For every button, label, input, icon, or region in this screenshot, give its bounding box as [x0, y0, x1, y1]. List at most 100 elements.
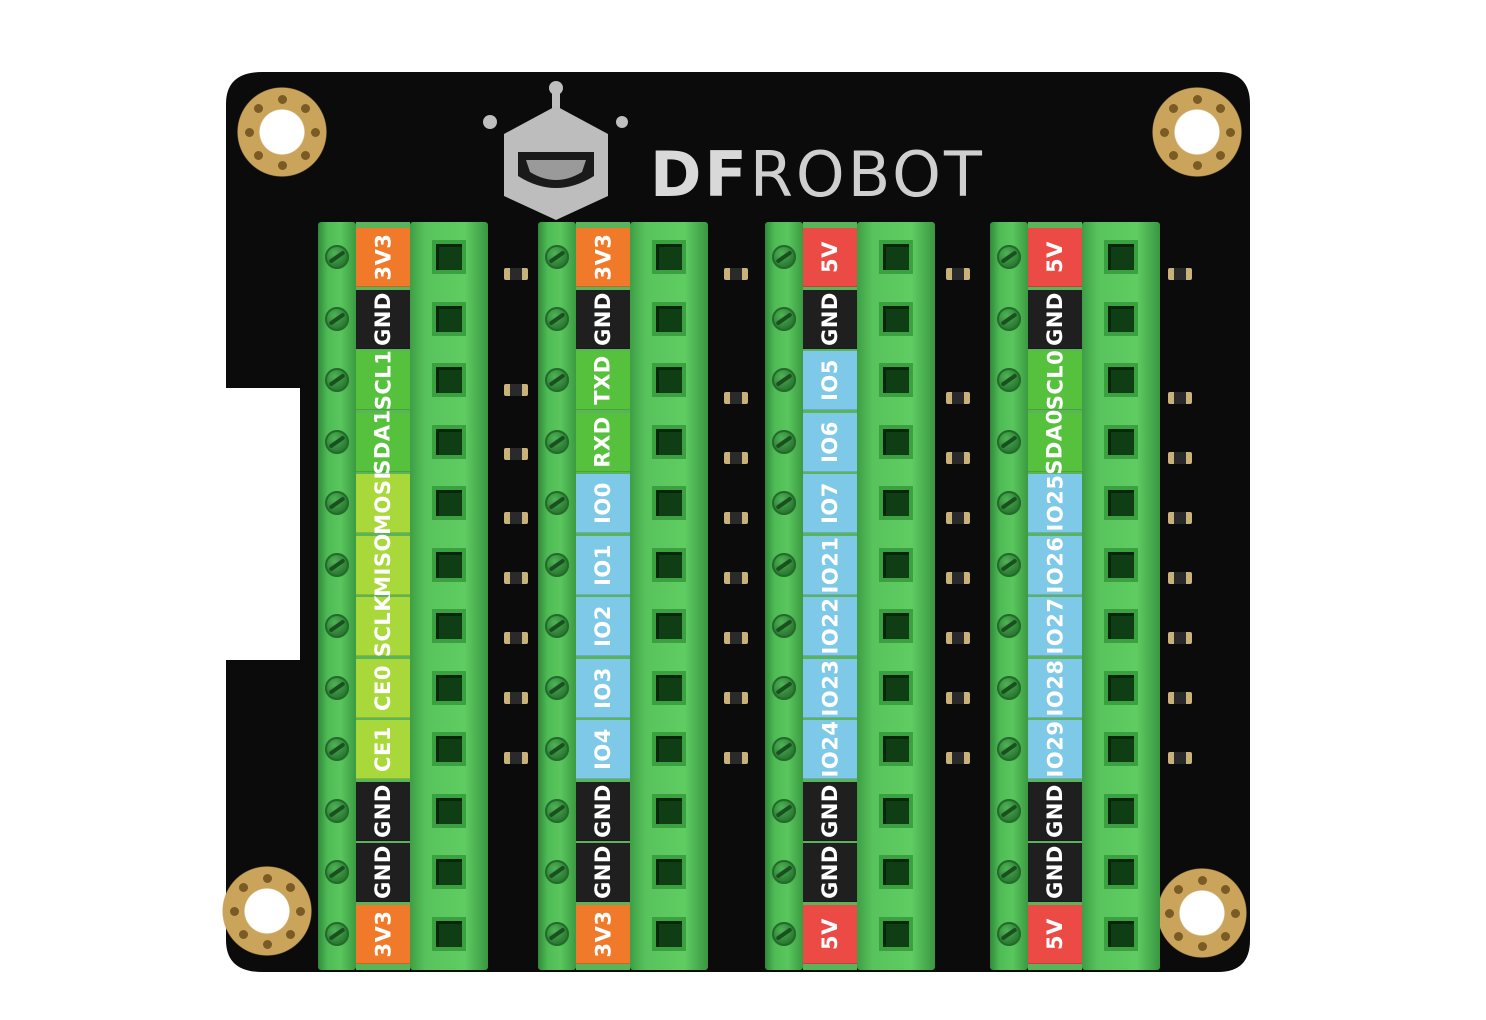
wire-socket[interactable] [432, 670, 466, 705]
screw-terminal[interactable] [545, 429, 569, 454]
smd-resistor [946, 512, 970, 524]
wire-socket[interactable] [432, 609, 466, 643]
wire-socket[interactable] [1104, 424, 1138, 459]
screw-terminal[interactable] [325, 737, 349, 761]
wire-socket[interactable] [432, 547, 466, 582]
screw-terminal[interactable] [997, 306, 1021, 331]
screw-terminal[interactable] [997, 737, 1021, 761]
wire-socket[interactable] [432, 424, 466, 459]
wire-socket[interactable] [1104, 486, 1138, 520]
screw-terminal[interactable] [772, 798, 796, 823]
screw-terminal[interactable] [997, 552, 1021, 577]
wire-socket[interactable] [1104, 916, 1138, 951]
screw-terminal[interactable] [772, 552, 796, 577]
screw-terminal[interactable] [772, 860, 796, 884]
screw-terminal[interactable] [997, 921, 1021, 946]
wire-socket[interactable] [652, 424, 686, 459]
wire-socket[interactable] [432, 486, 466, 520]
wire-socket[interactable] [1104, 363, 1138, 397]
wire-socket[interactable] [652, 916, 686, 951]
wire-socket[interactable] [652, 547, 686, 582]
wire-socket[interactable] [879, 609, 913, 643]
pin-label: IO24 [803, 720, 857, 779]
wire-socket[interactable] [1104, 547, 1138, 582]
wire-socket[interactable] [1104, 609, 1138, 643]
wire-socket[interactable] [879, 301, 913, 336]
wire-socket[interactable] [652, 670, 686, 705]
screw-terminal[interactable] [325, 614, 349, 638]
screw-terminal[interactable] [325, 860, 349, 884]
wire-socket[interactable] [1104, 793, 1138, 828]
wire-socket[interactable] [879, 547, 913, 582]
pin-label-text: 5V [818, 241, 842, 273]
wire-socket[interactable] [432, 732, 466, 766]
screw-terminal[interactable] [545, 491, 569, 515]
screw-terminal[interactable] [997, 798, 1021, 823]
screw-terminal[interactable] [325, 675, 349, 700]
screw-terminal[interactable] [772, 245, 796, 269]
wire-socket[interactable] [1104, 732, 1138, 766]
screw-terminal[interactable] [325, 798, 349, 823]
wire-socket[interactable] [1104, 670, 1138, 705]
screw-terminal[interactable] [772, 614, 796, 638]
wire-socket[interactable] [652, 363, 686, 397]
screw-terminal[interactable] [545, 860, 569, 884]
wire-socket[interactable] [652, 855, 686, 889]
screw-terminal[interactable] [325, 552, 349, 577]
wire-socket[interactable] [879, 240, 913, 274]
screw-terminal[interactable] [772, 491, 796, 515]
wire-socket[interactable] [652, 240, 686, 274]
screw-terminal[interactable] [772, 921, 796, 946]
wire-socket[interactable] [432, 916, 466, 951]
screw-terminal[interactable] [545, 552, 569, 577]
wire-socket[interactable] [879, 916, 913, 951]
screw-terminal[interactable] [997, 860, 1021, 884]
pin-label-text: GND [371, 291, 395, 346]
screw-terminal[interactable] [545, 368, 569, 392]
screw-terminal[interactable] [997, 368, 1021, 392]
screw-terminal[interactable] [325, 921, 349, 946]
wire-socket[interactable] [652, 486, 686, 520]
screw-terminal[interactable] [772, 675, 796, 700]
wire-socket[interactable] [652, 301, 686, 336]
wire-socket[interactable] [432, 301, 466, 336]
screw-terminal[interactable] [997, 614, 1021, 638]
screw-terminal[interactable] [997, 245, 1021, 269]
screw-terminal[interactable] [325, 245, 349, 269]
wire-socket[interactable] [652, 793, 686, 828]
wire-socket[interactable] [652, 609, 686, 643]
screw-terminal[interactable] [545, 245, 569, 269]
wire-socket[interactable] [1104, 301, 1138, 336]
screw-terminal[interactable] [997, 491, 1021, 515]
screw-terminal[interactable] [772, 368, 796, 392]
wire-socket[interactable] [879, 670, 913, 705]
wire-socket[interactable] [432, 793, 466, 828]
wire-socket[interactable] [879, 363, 913, 397]
wire-socket[interactable] [1104, 855, 1138, 889]
wire-socket[interactable] [879, 424, 913, 459]
screw-terminal[interactable] [325, 429, 349, 454]
wire-socket[interactable] [652, 732, 686, 766]
wire-socket[interactable] [432, 363, 466, 397]
screw-terminal[interactable] [325, 306, 349, 331]
screw-terminal[interactable] [545, 921, 569, 946]
screw-terminal[interactable] [545, 306, 569, 331]
screw-terminal[interactable] [997, 429, 1021, 454]
screw-terminal[interactable] [545, 737, 569, 761]
screw-terminal[interactable] [997, 675, 1021, 700]
wire-socket[interactable] [879, 855, 913, 889]
screw-terminal[interactable] [545, 675, 569, 700]
screw-terminal[interactable] [325, 491, 349, 515]
wire-socket[interactable] [432, 240, 466, 274]
wire-socket[interactable] [1104, 240, 1138, 274]
wire-socket[interactable] [879, 732, 913, 766]
wire-socket[interactable] [432, 855, 466, 889]
screw-terminal[interactable] [545, 798, 569, 823]
screw-terminal[interactable] [772, 306, 796, 331]
screw-terminal[interactable] [325, 368, 349, 392]
wire-socket[interactable] [879, 793, 913, 828]
wire-socket[interactable] [879, 486, 913, 520]
screw-terminal[interactable] [772, 737, 796, 761]
screw-terminal[interactable] [772, 429, 796, 454]
screw-terminal[interactable] [545, 614, 569, 638]
